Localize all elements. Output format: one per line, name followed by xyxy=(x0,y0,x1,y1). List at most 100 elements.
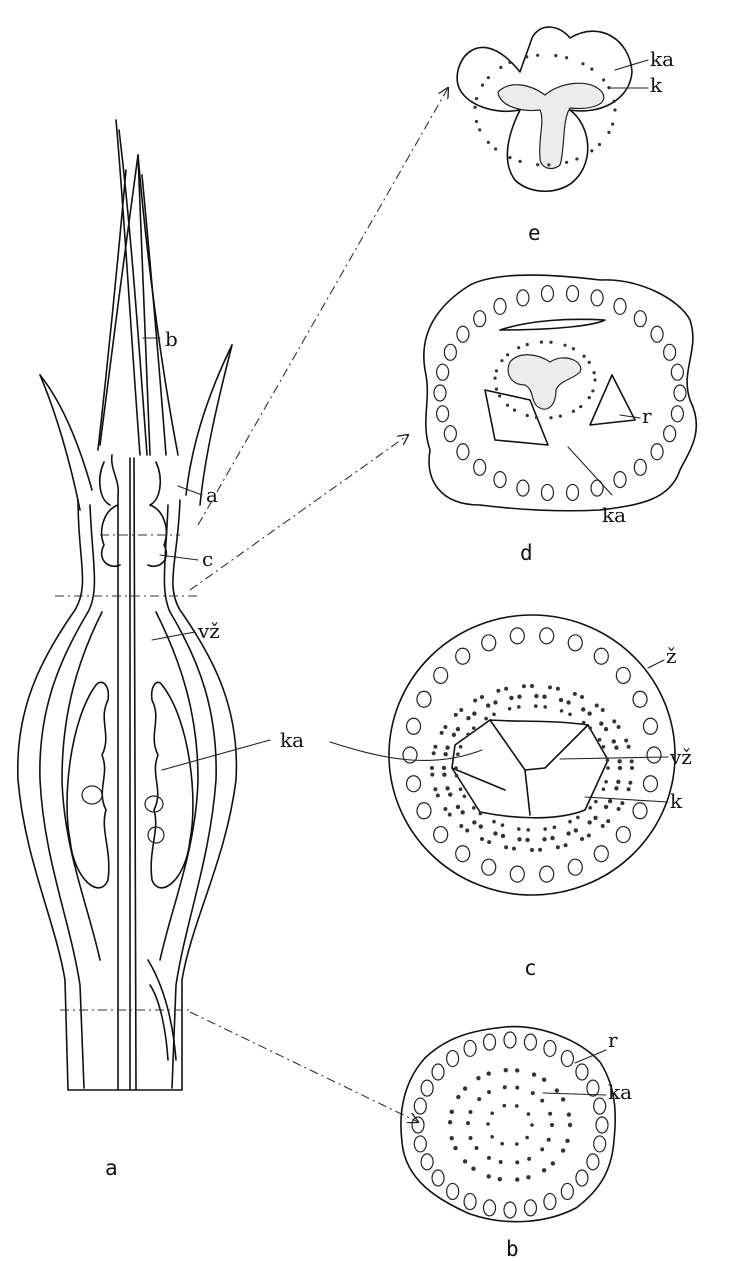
bundle-dot xyxy=(460,810,464,814)
bundle-dot xyxy=(575,157,578,160)
bundle-dot xyxy=(611,123,614,126)
bundle-dot xyxy=(472,820,476,824)
label-b-r: r xyxy=(608,1028,618,1052)
bundle-dot xyxy=(572,410,575,413)
bundle-dot xyxy=(442,766,446,770)
bundle-dot xyxy=(612,719,616,723)
bundle-dot xyxy=(506,404,509,407)
parenchyma-cell xyxy=(647,747,661,763)
parenchyma-cell xyxy=(504,1202,516,1218)
parenchyma-cell xyxy=(434,827,448,843)
parenchyma-cell xyxy=(568,635,582,651)
label-b-ka: ka xyxy=(608,1080,632,1104)
bundle-dot xyxy=(566,700,570,704)
bundle-dot xyxy=(517,695,521,699)
bundle-dot xyxy=(617,759,621,763)
parenchyma-cell xyxy=(437,364,449,380)
bundle-dot xyxy=(496,689,500,693)
bundle-dot xyxy=(440,731,444,735)
bundle-dot xyxy=(452,733,456,737)
bundle-dot xyxy=(526,828,530,832)
bundle-dot xyxy=(540,1099,544,1103)
label-c-k: k xyxy=(670,789,683,813)
parenchyma-cell xyxy=(643,718,657,734)
bundle-dot xyxy=(453,1146,457,1150)
label-c-z: ž xyxy=(666,644,677,668)
parenchyma-cell xyxy=(596,1117,608,1133)
bundle-dot xyxy=(475,1146,479,1150)
bundle-dot xyxy=(581,62,584,65)
parenchyma-cell xyxy=(671,406,683,422)
bundle-dot xyxy=(561,1148,565,1152)
bundle-dot xyxy=(530,684,534,688)
cross-section-b xyxy=(401,1027,615,1222)
parenchyma-cell xyxy=(447,1051,459,1067)
parenchyma-cell xyxy=(494,472,506,488)
bundle-dot xyxy=(525,1136,529,1140)
parenchyma-cell xyxy=(591,290,603,306)
bundle-dot xyxy=(551,1161,555,1165)
parenchyma-cell xyxy=(587,1154,599,1170)
bundle-dot xyxy=(565,161,568,164)
bundle-dot xyxy=(430,773,434,777)
bundle-dot xyxy=(561,1097,565,1101)
bundle-dot xyxy=(478,812,482,816)
bundle-dot xyxy=(487,76,490,79)
bundle-dot xyxy=(478,128,481,131)
bundle-dot xyxy=(433,745,437,749)
bundle-dot xyxy=(556,845,560,849)
bundle-dot xyxy=(555,1088,559,1092)
bundle-dot xyxy=(487,1156,491,1160)
bundle-dot xyxy=(445,746,449,750)
label-a-a: a xyxy=(206,483,218,507)
bundle-dot xyxy=(534,704,538,708)
bundle-dot xyxy=(501,834,505,838)
parenchyma-cell xyxy=(576,1064,588,1080)
bundle-dot xyxy=(454,766,458,770)
parenchyma-cell xyxy=(517,290,529,306)
bundle-dot xyxy=(538,848,542,852)
bundle-dot xyxy=(486,703,490,707)
parenchyma-cell xyxy=(417,691,431,707)
bundle-dot xyxy=(548,1112,552,1116)
bundle-dot xyxy=(456,1095,460,1099)
bundle-dot xyxy=(542,837,546,841)
bundle-dot xyxy=(567,1112,571,1116)
bundle-dot xyxy=(515,1068,519,1072)
parenchyma-cell xyxy=(561,1051,573,1067)
bundle-dot xyxy=(517,705,521,709)
parenchyma-cell xyxy=(407,718,421,734)
bundle-dot xyxy=(606,758,610,762)
bundle-dot xyxy=(459,824,463,828)
section-arrows xyxy=(190,88,448,1122)
bundle-dot xyxy=(512,847,516,851)
bundle-dot xyxy=(587,820,591,824)
bundle-dot xyxy=(618,766,622,770)
bundle-dot xyxy=(495,369,498,372)
bundle-dot xyxy=(508,156,511,159)
bundle-dot xyxy=(630,766,634,770)
bundle-dot xyxy=(565,56,568,59)
bundle-dot xyxy=(598,143,601,146)
bundle-dot xyxy=(547,1138,551,1142)
bundle-dot xyxy=(443,752,447,756)
bundle-dot xyxy=(463,1159,467,1163)
label-a-c: c xyxy=(202,547,213,571)
bundle-dot xyxy=(463,1086,467,1090)
parenchyma-cell xyxy=(651,326,663,342)
parenchyma-cell xyxy=(482,859,496,875)
bundle-dot xyxy=(535,416,538,419)
bundle-dot xyxy=(617,807,621,811)
bundle-dot xyxy=(542,1168,546,1172)
parenchyma-cell xyxy=(561,1183,573,1199)
parenchyma-cell xyxy=(633,803,647,819)
bundle-dot xyxy=(469,1110,473,1114)
parenchyma-cell xyxy=(594,1136,606,1152)
bundle-dot xyxy=(472,711,476,715)
cross-section-e xyxy=(457,27,632,191)
bundle-dot xyxy=(513,409,516,412)
bundle-dot xyxy=(515,1086,519,1090)
label-a-ka: ka xyxy=(280,728,304,752)
bundle-dot xyxy=(498,1177,502,1181)
bundle-dot xyxy=(576,816,580,820)
